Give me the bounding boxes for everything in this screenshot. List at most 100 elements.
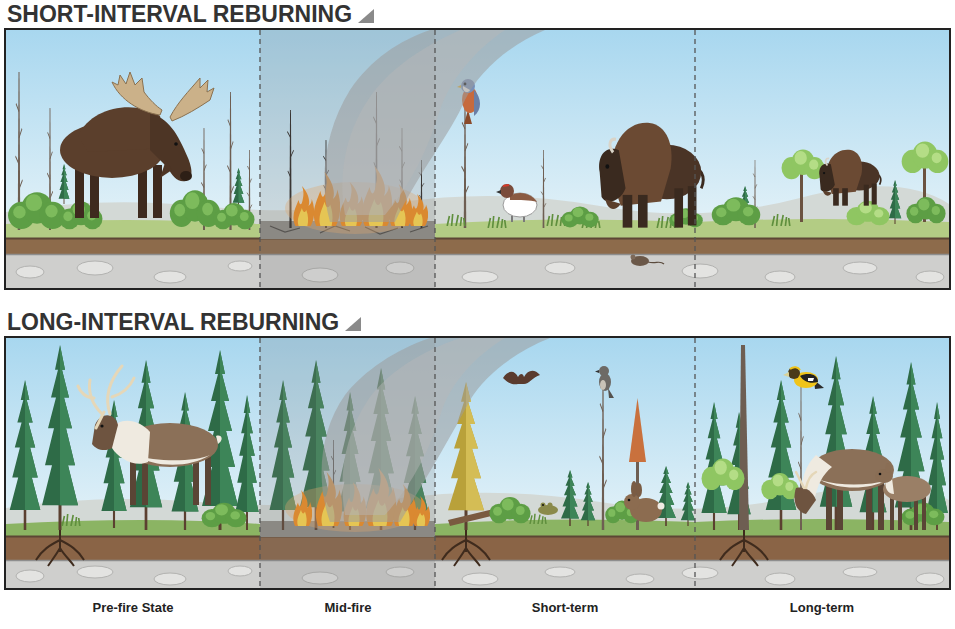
stones xyxy=(77,261,113,275)
caribou xyxy=(108,366,122,414)
caribou-calf xyxy=(922,494,926,530)
pre-fire-plants xyxy=(8,192,66,229)
short-term-regrowth xyxy=(656,466,676,526)
smoke-plume xyxy=(342,30,505,215)
stones xyxy=(462,573,498,585)
roots xyxy=(720,530,768,566)
rabbit xyxy=(636,483,642,497)
long-term-forest xyxy=(820,356,852,530)
moose xyxy=(160,160,172,178)
caribou-calf xyxy=(879,473,882,476)
rock-line xyxy=(6,254,949,256)
caribou-calf xyxy=(875,469,893,483)
caribou-calf xyxy=(875,463,931,530)
caribou xyxy=(112,378,134,397)
stones xyxy=(916,573,944,585)
grosbeak xyxy=(783,372,789,377)
stones xyxy=(682,264,718,278)
short-term-plants xyxy=(447,96,703,228)
stage-divider xyxy=(259,30,260,288)
long-term-plants xyxy=(800,172,803,222)
stage-label: Pre-fire State xyxy=(93,600,174,616)
caribou-doe xyxy=(820,480,888,488)
long-term-forest xyxy=(895,362,927,530)
smoke-plume xyxy=(322,338,550,522)
panel-heading-row: LONG-INTERVAL REBURNING xyxy=(4,306,951,336)
stones xyxy=(462,271,498,283)
moose xyxy=(153,165,162,218)
panel-heading: LONG-INTERVAL REBURNING xyxy=(4,311,339,336)
caribou xyxy=(92,415,118,450)
panel-heading-row: SHORT-INTERVAL REBURNING xyxy=(4,0,951,28)
short-interval-scene xyxy=(6,30,949,288)
stage-divider xyxy=(434,338,435,588)
heading-marker xyxy=(358,9,374,23)
roots xyxy=(36,530,84,566)
stones xyxy=(765,573,795,585)
stones xyxy=(843,262,877,274)
short-term-regrowth xyxy=(629,398,646,462)
panel-group: SHORT-INTERVAL REBURNING xyxy=(4,0,951,290)
caribou-calf xyxy=(886,463,891,473)
grosbeak xyxy=(788,367,800,379)
songbird xyxy=(595,370,599,373)
soil-line xyxy=(6,536,949,538)
caribou xyxy=(96,412,104,428)
grosbeak xyxy=(790,367,800,370)
stones xyxy=(16,566,944,585)
grass xyxy=(6,219,949,240)
stones xyxy=(16,570,44,582)
stage-label: Long-term xyxy=(790,600,854,616)
panel-frame xyxy=(4,28,951,290)
grosbeak xyxy=(808,378,814,381)
stones xyxy=(228,566,252,576)
long-term-plants xyxy=(782,149,825,179)
caribou-doe xyxy=(794,488,816,515)
frog xyxy=(542,504,544,506)
soil xyxy=(6,536,949,560)
pre-fire-forest xyxy=(62,514,80,526)
caribou-doe xyxy=(796,472,816,488)
short-term-plants xyxy=(669,208,703,227)
pre-fire-forest xyxy=(42,345,78,530)
rabbit xyxy=(624,494,640,510)
ptarmigan xyxy=(496,184,537,222)
short-term-regrowth xyxy=(448,372,695,530)
stones xyxy=(154,573,186,585)
short-term-regrowth xyxy=(681,482,695,526)
caribou-doe xyxy=(837,484,843,530)
long-term-plants xyxy=(712,197,761,225)
stones xyxy=(545,262,575,274)
heading-marker xyxy=(345,317,361,331)
stage-divider xyxy=(434,30,435,288)
pre-fire-forest xyxy=(10,380,41,530)
ptarmigan xyxy=(510,193,537,202)
panel-group: LONG-INTERVAL REBURNING xyxy=(4,306,951,590)
short-term-regrowth xyxy=(581,482,595,526)
caribou-doe xyxy=(826,482,832,530)
stones xyxy=(765,271,795,283)
moose xyxy=(112,72,162,115)
stones xyxy=(77,566,113,578)
stones xyxy=(626,574,654,584)
caribou xyxy=(216,436,222,444)
caribou-doe xyxy=(794,449,894,530)
stage-label: Short-term xyxy=(532,600,598,616)
short-term-regrowth xyxy=(561,470,579,526)
long-term-plants xyxy=(902,142,949,174)
mouse xyxy=(631,255,665,267)
pre-fire-plants xyxy=(170,190,220,227)
short-term-plants xyxy=(561,206,598,227)
caribou xyxy=(78,386,94,398)
pre-fire-plants xyxy=(8,72,254,230)
caribou xyxy=(205,455,211,505)
long-term-plants xyxy=(906,197,945,223)
bat xyxy=(503,371,540,384)
long-term-forest xyxy=(702,459,745,491)
rock-line xyxy=(6,560,949,562)
pre-fire-plants xyxy=(59,164,70,204)
stones xyxy=(545,567,575,577)
stones xyxy=(228,261,252,271)
caribou xyxy=(78,366,222,505)
